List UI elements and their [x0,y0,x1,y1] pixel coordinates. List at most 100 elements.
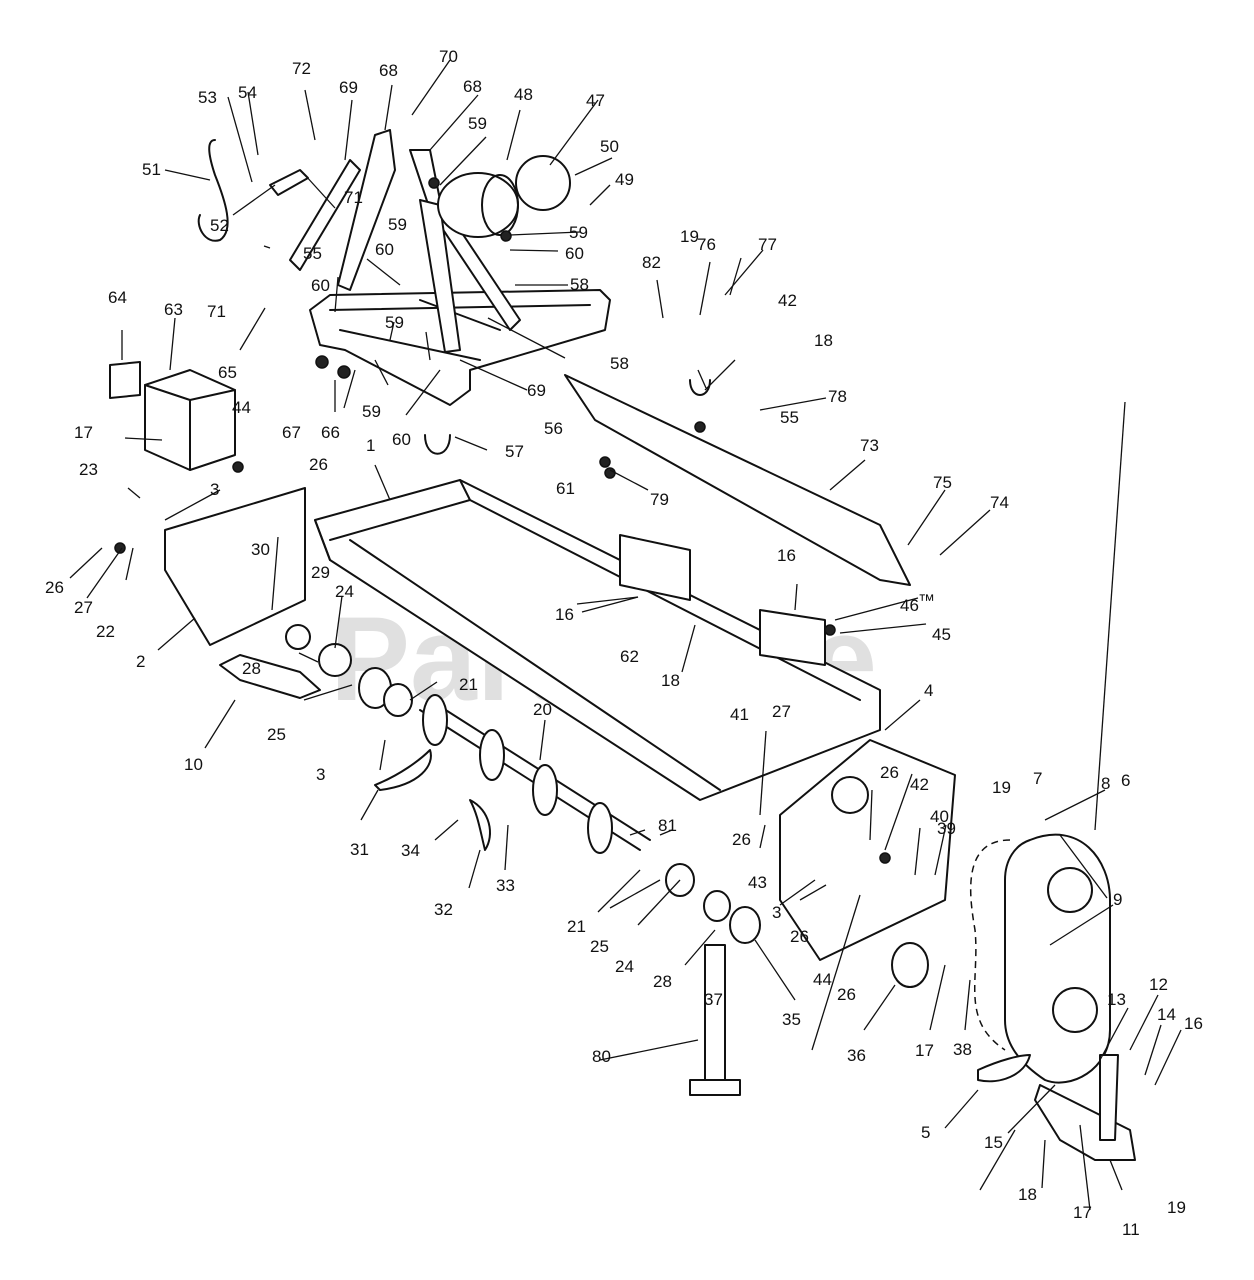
callout-8: 8 [1101,774,1110,793]
callout-63: 63 [164,300,183,319]
callout-40: 40 [930,807,949,826]
callout-26-a: 26 [45,578,64,597]
callout-16-a: 16 [1184,1014,1203,1033]
callout-3-a: 3 [210,480,219,499]
skid-shoe [1034,1084,1136,1161]
callout-68-b: 68 [463,77,482,96]
tine-31 [374,749,432,791]
callout-42-a: 42 [910,775,929,794]
gearbox-cover [515,155,571,211]
callout-48: 48 [514,85,533,104]
callout-55-a: 55 [303,244,322,263]
tube-61b [759,609,826,666]
bearing-28 [318,643,352,677]
seal-35 [729,906,761,944]
bearing-21 [383,683,413,717]
callout-3-c: 3 [772,903,781,922]
callout-59-b: 59 [388,215,407,234]
callout-16-b: 16 [777,546,796,565]
callout-62: 62 [620,647,639,666]
callout-26-e: 26 [790,927,809,946]
callout-27-b: 27 [772,702,791,721]
callout-32: 32 [434,900,453,919]
callout-54: 54 [238,83,257,102]
callout-11: 11 [1122,1220,1140,1239]
callout-26-d: 26 [880,763,899,782]
callout-22: 22 [96,622,115,641]
callout-49: 49 [615,170,634,189]
callout-43: 43 [748,873,767,892]
callout-60-c: 60 [311,276,330,295]
callout-55-b: 55 [780,408,799,427]
clip-58 [689,379,711,396]
callout-16-c: 16 [555,605,574,624]
callout-75: 75 [933,473,952,492]
stand-leg [704,944,726,1081]
callout-42-b: 42 [778,291,797,310]
callout-12: 12 [1149,975,1168,994]
callout-14: 14 [1157,1005,1176,1024]
callout-9: 9 [1113,890,1122,909]
flange-4 [587,802,613,854]
bearing-29 [285,624,311,650]
callout-26-f: 26 [837,985,856,1004]
gearbox [437,172,519,238]
callout-52: 52 [210,216,229,235]
callout-71-b: 71 [207,302,226,321]
flange-1 [422,694,448,746]
callout-76: 76 [697,235,716,254]
callout-17-c: 17 [1073,1203,1092,1222]
bearing-37 [703,890,731,922]
callout-80: 80 [592,1047,611,1066]
flange-2 [479,729,505,781]
callout-7: 7 [1033,769,1042,788]
callout-19-a: 19 [1167,1198,1186,1217]
callout-82: 82 [642,253,661,272]
callout-4: 4 [924,681,933,700]
callout-30: 30 [251,540,270,559]
a-frame-left [289,159,361,271]
callout-26-c: 26 [732,830,751,849]
callout-59-a: 59 [468,114,487,133]
flange-3 [532,764,558,816]
skid-bracket [1099,1054,1119,1141]
callout-21-b: 21 [567,917,586,936]
callout-69-b: 69 [527,381,546,400]
callout-36: 36 [847,1046,866,1065]
callout-66: 66 [321,423,340,442]
callout-58-b: 58 [610,354,629,373]
clip-57 [424,434,451,455]
callout-17-b: 17 [915,1041,934,1060]
callout-34: 34 [401,841,420,860]
callout-28-b: 28 [653,972,672,991]
callout-50: 50 [600,137,619,156]
left-side-plate [164,487,306,646]
callout-51: 51 [142,160,161,179]
callout-45: 45 [932,625,951,644]
callout-19-c: 19 [680,227,699,246]
callout-68-a: 68 [379,61,398,80]
callout-37: 37 [704,990,723,1009]
a-frame-center [337,129,396,291]
callout-44-a: 44 [232,398,251,417]
callout-59-d: 59 [385,313,404,332]
callout-74: 74 [990,493,1009,512]
callout-61: 61 [556,479,575,498]
callout-6: 6 [1121,771,1130,790]
leader-lines [69,59,1182,1211]
callout-13: 13 [1107,990,1126,1009]
tine-32 [469,799,491,851]
callout-15: 15 [984,1133,1003,1152]
callout-70: 70 [439,47,458,66]
tube-61 [619,534,691,601]
callout-24-b: 24 [615,957,634,976]
callout-47: 47 [586,91,605,110]
callout-64: 64 [108,288,127,307]
callout-60-b: 60 [565,244,584,263]
callout-44-b: 44 [813,970,832,989]
callout-26-b: 26 [309,455,328,474]
callout-65: 65 [218,363,237,382]
callout-60-d: 60 [392,430,411,449]
callout-67: 67 [282,423,301,442]
